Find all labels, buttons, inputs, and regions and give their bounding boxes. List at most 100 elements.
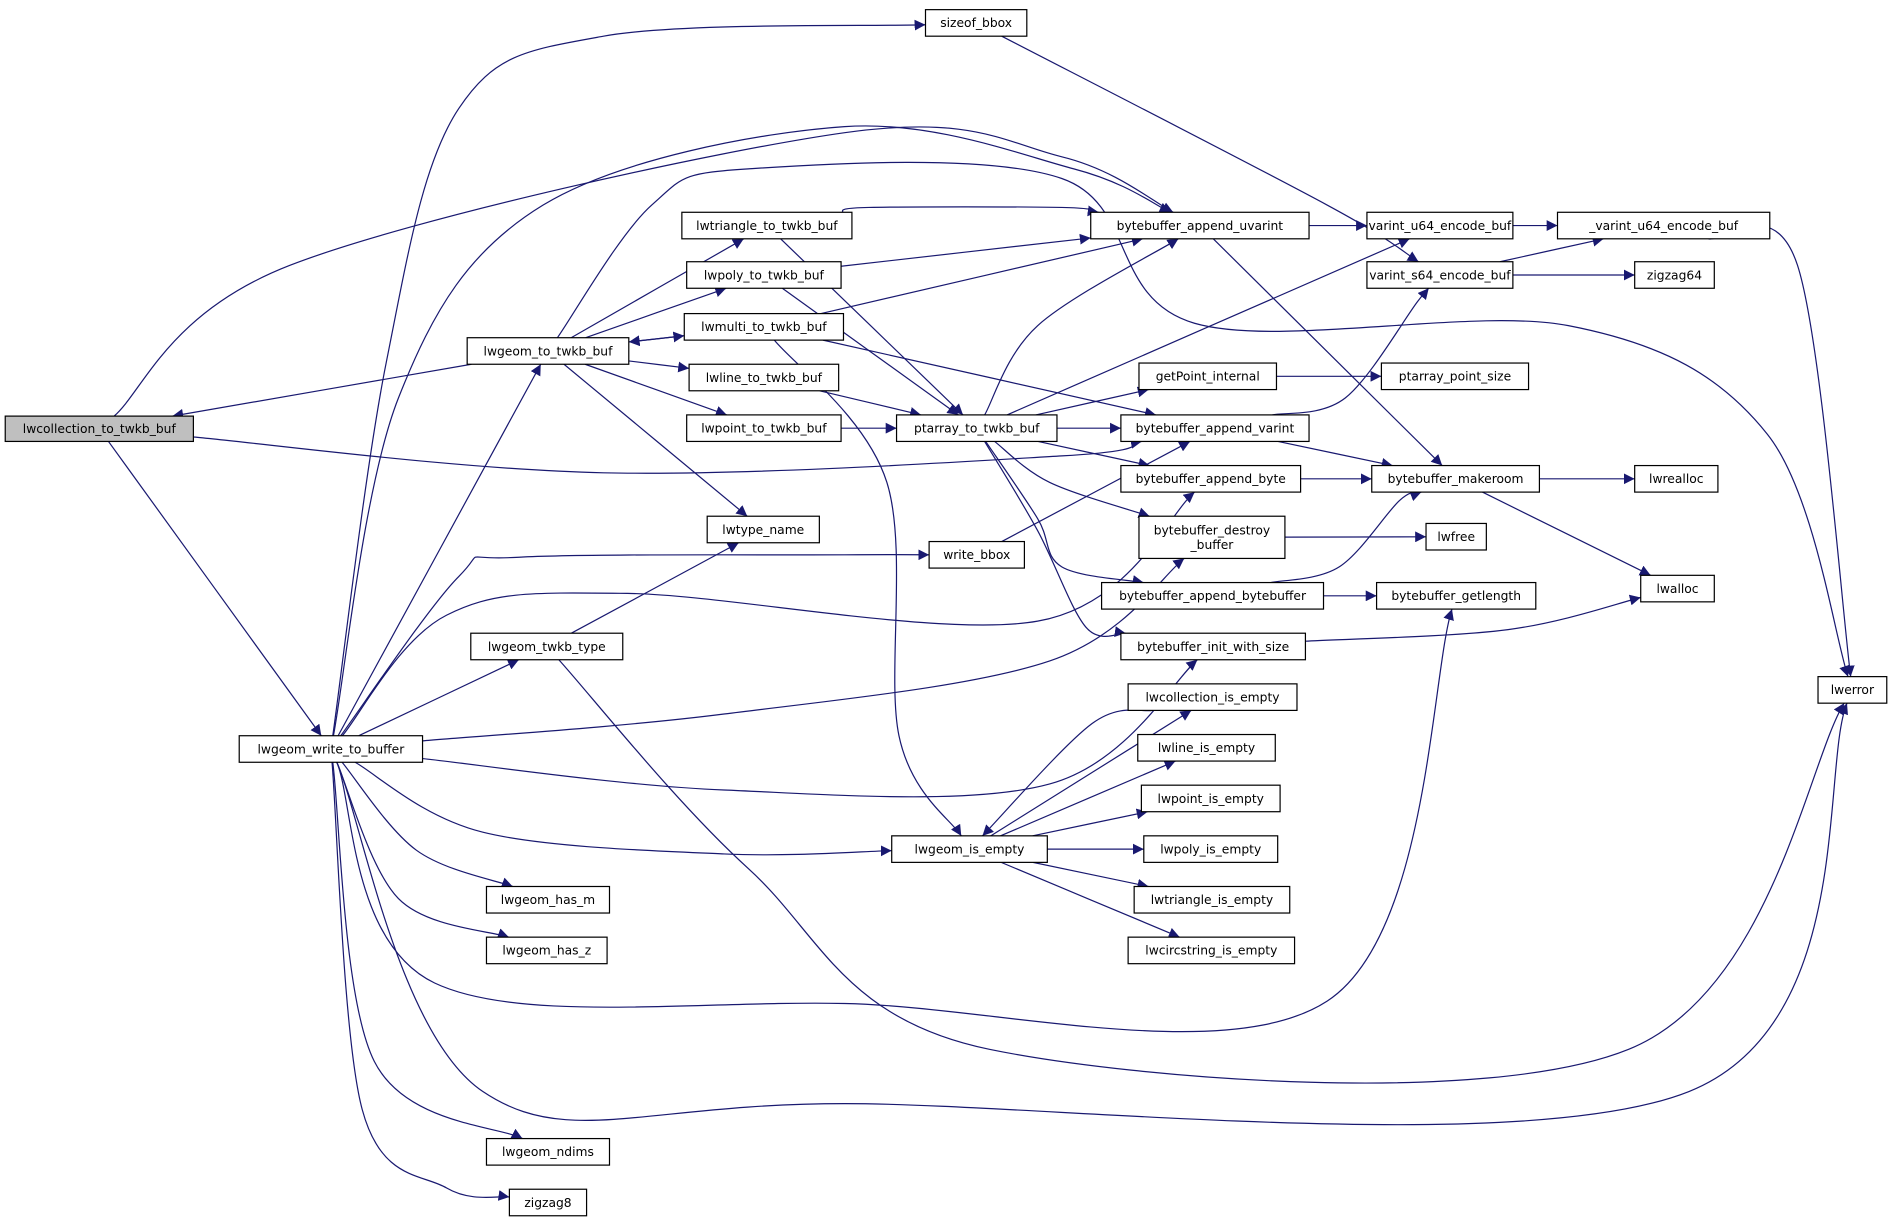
node-label: bytebuffer_append_byte bbox=[1136, 472, 1286, 486]
node-lwgeom_write_to_buffer[interactable]: lwgeom_write_to_buffer bbox=[238, 735, 424, 763]
node-lwtriangle_to_twkb_buf[interactable]: lwtriangle_to_twkb_buf bbox=[681, 211, 853, 240]
node-ptarray_to_twkb_buf[interactable]: ptarray_to_twkb_buf bbox=[895, 414, 1058, 443]
node-label: lwgeom_ndims bbox=[502, 1145, 594, 1159]
node-label: lwcollection_is_empty bbox=[1146, 690, 1280, 704]
node-label: bytebuffer_append_varint bbox=[1136, 422, 1295, 436]
node-zigzag64[interactable]: zigzag64 bbox=[1634, 261, 1715, 289]
node-sizeof_bbox[interactable]: sizeof_bbox bbox=[924, 9, 1028, 37]
node-box bbox=[1138, 515, 1286, 560]
node-label: lwcircstring_is_empty bbox=[1145, 944, 1277, 958]
nodes-layer: lwcollection_to_twkb_buf sizeof_bboxlwgeo… bbox=[4, 9, 1888, 1217]
node-lwgeom_has_m[interactable]: lwgeom_has_m bbox=[485, 885, 611, 914]
node-label: bytebuffer_init_with_size bbox=[1137, 640, 1289, 654]
node-varint_s64_encode_buf[interactable]: varint_s64_encode_buf bbox=[1366, 261, 1514, 289]
node-lwgeom_has_z[interactable]: lwgeom_has_z bbox=[485, 936, 608, 965]
edge-ptarray_to_twkb_buf-to-bytebuffer_destroy_buffer bbox=[994, 440, 1150, 518]
node-label: lwgeom_to_twkb_buf bbox=[484, 344, 614, 358]
node-box bbox=[688, 363, 840, 392]
node-label: _buffer bbox=[1190, 538, 1235, 552]
edge-lwgeom_twkb_type-to-lwerror bbox=[558, 659, 1845, 1084]
node-lwcircstring_is_empty[interactable]: lwcircstring_is_empty bbox=[1127, 936, 1296, 965]
node-bytebuffer_destroy_buffer[interactable]: bytebuffer_destroy_buffer bbox=[1138, 515, 1286, 560]
node-label: lwpoly_to_twkb_buf bbox=[704, 268, 825, 282]
node-lwmulti_to_twkb_buf[interactable]: lwmulti_to_twkb_buf bbox=[683, 312, 845, 341]
node-lwpoint_to_twkb_buf[interactable]: lwpoint_to_twkb_buf bbox=[686, 414, 842, 443]
edge-lwcollection_to_twkb_buf-to-bytebuffer_append_varint bbox=[193, 436, 1142, 474]
node-lwerror[interactable]: lwerror bbox=[1817, 676, 1888, 704]
edge-lwgeom_write_to_buffer-to-lwerror bbox=[336, 702, 1848, 1126]
node-label: sizeof_bbox bbox=[940, 16, 1012, 30]
node-lwgeom_ndims[interactable]: lwgeom_ndims bbox=[485, 1137, 611, 1166]
node-lwcollection_is_empty[interactable]: lwcollection_is_empty bbox=[1127, 683, 1298, 712]
node-_varint_u64_encode_buf[interactable]: _varint_u64_encode_buf bbox=[1556, 211, 1771, 240]
edge-bytebuffer_append_varint-to-varint_s64_encode_buf bbox=[1272, 287, 1430, 416]
node-label: lwgeom_is_empty bbox=[915, 842, 1025, 856]
node-label: lwgeom_twkb_type bbox=[488, 640, 606, 654]
node-lwtype_name[interactable]: lwtype_name bbox=[706, 515, 820, 544]
node-box bbox=[891, 835, 1048, 863]
edge-ptarray_to_twkb_buf-to-bytebuffer_append_uvarint bbox=[984, 238, 1179, 416]
node-box bbox=[683, 312, 845, 341]
node-bytebuffer_append_bytebuffer[interactable]: bytebuffer_append_bytebuffer bbox=[1100, 581, 1325, 610]
node-bytebuffer_getlength[interactable]: bytebuffer_getlength bbox=[1375, 581, 1537, 610]
node-box bbox=[686, 414, 842, 443]
node-label: ptarray_to_twkb_buf bbox=[914, 422, 1040, 436]
edge-write_bbox-to-bytebuffer_append_varint bbox=[1001, 440, 1191, 543]
node-ptarray_point_size[interactable]: ptarray_point_size bbox=[1380, 362, 1530, 391]
node-label: bytebuffer_getlength bbox=[1391, 589, 1521, 603]
edge-lwcollection_to_twkb_buf-to-lwgeom_write_to_buffer bbox=[107, 441, 322, 737]
node-lwpoly_is_empty[interactable]: lwpoly_is_empty bbox=[1143, 835, 1279, 863]
edge-lwgeom_write_to_buffer-to-bytebuffer_init_with_size bbox=[422, 659, 1198, 798]
edge-bytebuffer_append_uvarint-to-bytebuffer_makeroom bbox=[1212, 238, 1443, 466]
edge-varint_s64_encode_buf-to-_varint_u64_encode_buf bbox=[1499, 235, 1604, 263]
node-box bbox=[924, 9, 1028, 37]
node-lwalloc[interactable]: lwalloc bbox=[1640, 574, 1715, 603]
node-lwgeom_twkb_type[interactable]: lwgeom_twkb_type bbox=[470, 632, 624, 661]
node-box bbox=[928, 540, 1026, 569]
edge-ptarray_to_twkb_buf-to-bytebuffer_init_with_size bbox=[984, 441, 1126, 637]
node-label: lwerror bbox=[1831, 683, 1875, 697]
edge-lwgeom_write_to_buffer-to-lwgeom_has_z bbox=[336, 762, 510, 939]
node-varint_u64_encode_buf[interactable]: varint_u64_encode_buf bbox=[1366, 211, 1514, 240]
edge-lwcollection_is_empty-to-lwgeom_is_empty bbox=[982, 709, 1153, 837]
edge-lwmulti_to_twkb_buf-to-lwgeom_to_twkb_buf bbox=[628, 335, 685, 347]
node-label: lwgeom_has_m bbox=[501, 893, 595, 907]
edge-lwgeom_write_to_buffer-to-lwgeom_is_empty bbox=[354, 761, 892, 857]
node-lwfree[interactable]: lwfree bbox=[1425, 522, 1487, 551]
node-getPoint_internal[interactable]: getPoint_internal bbox=[1138, 362, 1278, 391]
node-bytebuffer_append_byte[interactable]: bytebuffer_append_byte bbox=[1120, 464, 1302, 493]
edge-bytebuffer_makeroom-to-lwalloc bbox=[1482, 491, 1651, 576]
node-box bbox=[681, 211, 853, 240]
node-box bbox=[1375, 581, 1537, 610]
node-bytebuffer_append_varint[interactable]: bytebuffer_append_varint bbox=[1120, 414, 1310, 443]
edge-ptarray_to_twkb_buf-to-bytebuffer_append_bytebuffer bbox=[985, 441, 1144, 586]
node-lwtriangle_is_empty[interactable]: lwtriangle_is_empty bbox=[1133, 885, 1291, 914]
node-lwgeom_is_empty[interactable]: lwgeom_is_empty bbox=[891, 835, 1048, 863]
node-box bbox=[1371, 464, 1541, 493]
edge-ptarray_to_twkb_buf-to-getPoint_internal bbox=[1035, 386, 1149, 416]
edge-lwgeom_to_twkb_buf-to-lwline_to_twkb_buf bbox=[628, 360, 690, 373]
node-label: lwtriangle_is_empty bbox=[1151, 893, 1273, 907]
node-box bbox=[4, 415, 194, 443]
node-write_bbox[interactable]: write_bbox bbox=[928, 540, 1026, 569]
node-box bbox=[238, 735, 424, 763]
node-box bbox=[508, 1188, 588, 1217]
node-lwline_is_empty[interactable]: lwline_is_empty bbox=[1137, 733, 1276, 762]
node-box bbox=[1120, 414, 1310, 443]
node-lwgeom_to_twkb_buf[interactable]: lwgeom_to_twkb_buf bbox=[466, 337, 630, 365]
node-bytebuffer_makeroom[interactable]: bytebuffer_makeroom bbox=[1371, 464, 1541, 493]
node-bytebuffer_append_uvarint[interactable]: bytebuffer_append_uvarint bbox=[1090, 211, 1310, 240]
node-label: lwtype_name bbox=[722, 523, 804, 537]
node-lwpoly_to_twkb_buf[interactable]: lwpoly_to_twkb_buf bbox=[686, 261, 842, 289]
node-box bbox=[1137, 733, 1276, 762]
node-lwpoint_is_empty[interactable]: lwpoint_is_empty bbox=[1140, 784, 1281, 813]
edge-lwgeom_is_empty-to-lwcollection_is_empty bbox=[990, 709, 1192, 837]
node-lwline_to_twkb_buf[interactable]: lwline_to_twkb_buf bbox=[688, 363, 840, 392]
edge-sizeof_bbox-to-varint_s64_encode_buf bbox=[1001, 35, 1419, 263]
node-bytebuffer_init_with_size[interactable]: bytebuffer_init_with_size bbox=[1120, 632, 1307, 661]
node-lwcollection_to_twkb_buf[interactable]: lwcollection_to_twkb_buf bbox=[4, 415, 194, 443]
node-lwrealloc[interactable]: lwrealloc bbox=[1634, 464, 1719, 493]
edge-lwgeom_to_twkb_buf-to-lwtriangle_to_twkb_buf bbox=[570, 238, 745, 339]
node-zigzag8[interactable]: zigzag8 bbox=[508, 1188, 588, 1217]
node-label: bytebuffer_append_uvarint bbox=[1117, 219, 1284, 233]
